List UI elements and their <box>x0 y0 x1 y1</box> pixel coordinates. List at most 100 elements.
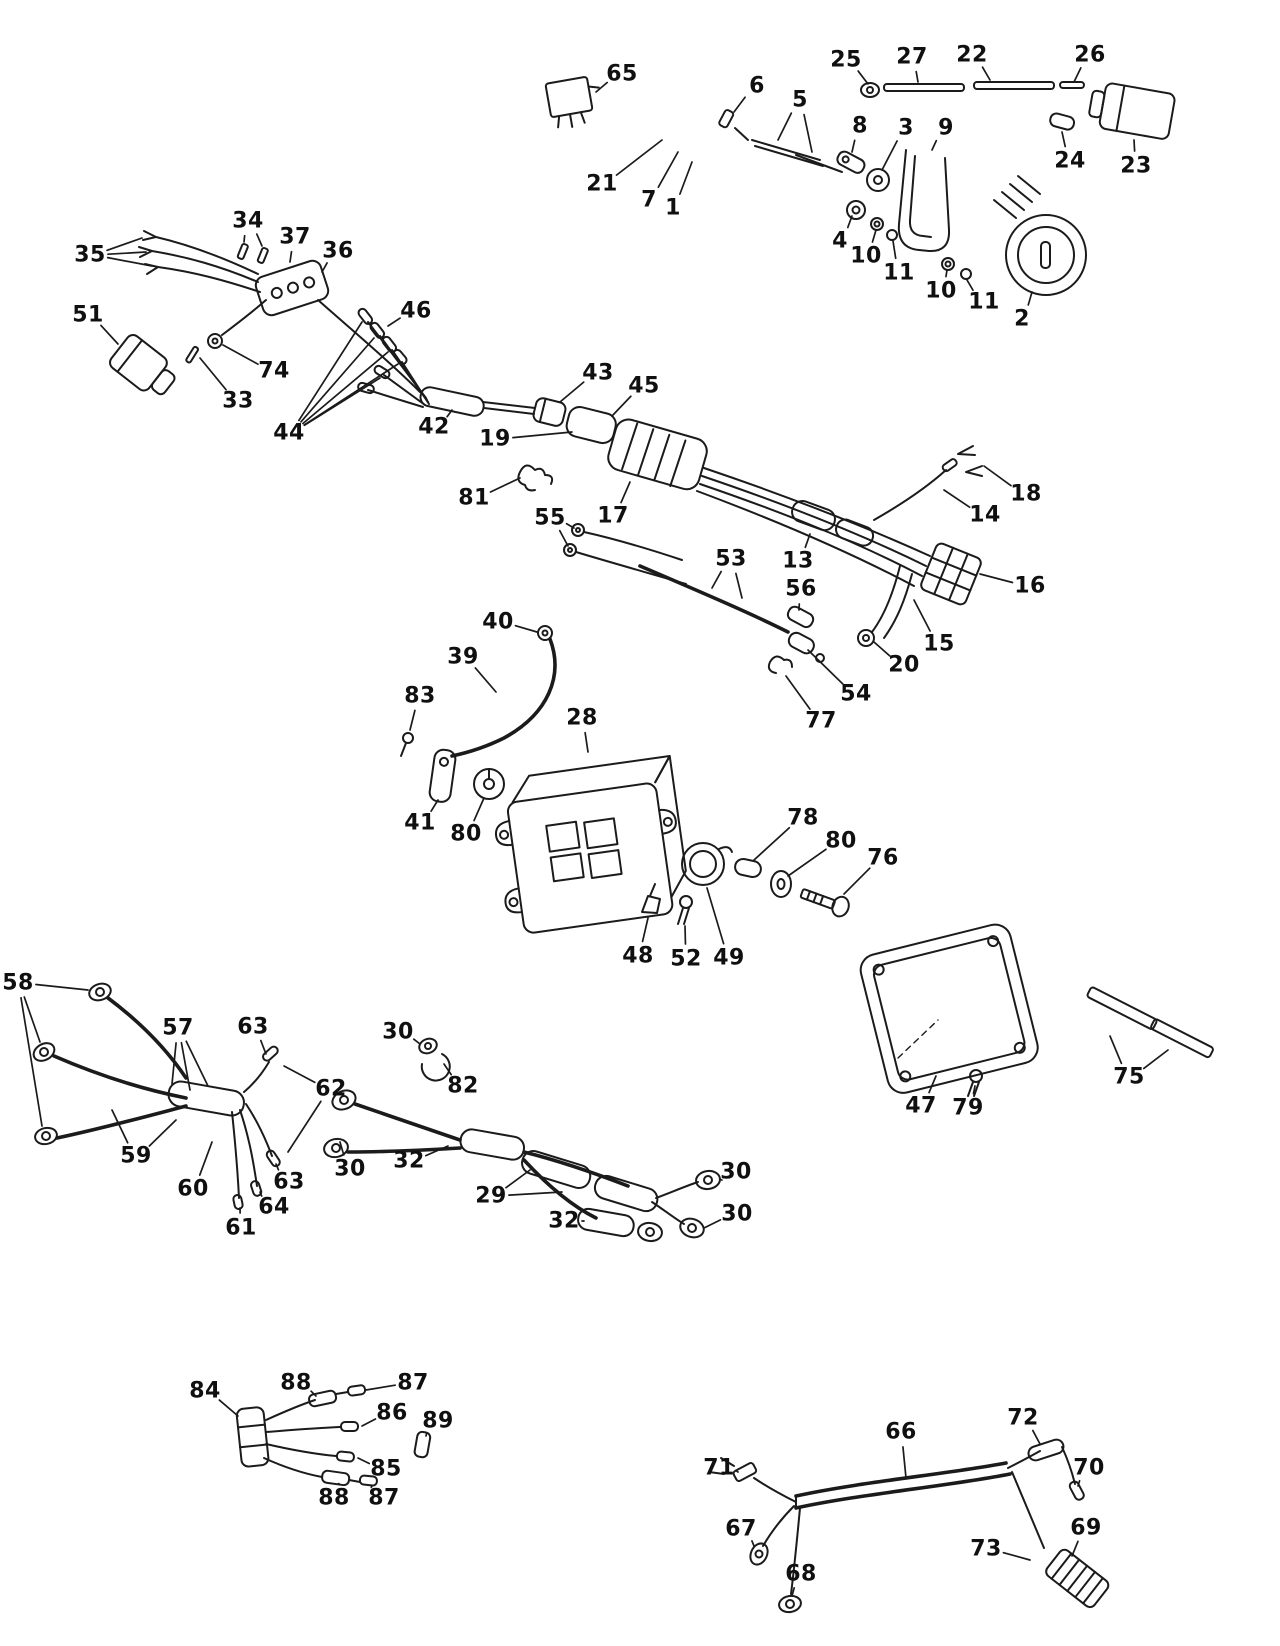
callout-30: 30 <box>382 1019 414 1045</box>
callout-76: 76 <box>867 845 899 871</box>
leader-line-57 <box>185 1040 209 1087</box>
leader-line-6 <box>733 96 746 113</box>
leader-line-53 <box>735 572 743 599</box>
trim-connector-part <box>254 259 330 317</box>
leader-line-72 <box>1032 1429 1041 1445</box>
callout-43: 43 <box>582 360 614 386</box>
leader-line-39 <box>474 667 497 693</box>
leader-line-66 <box>902 1446 907 1479</box>
leader-line-5 <box>803 113 813 153</box>
callout-48: 48 <box>622 943 654 969</box>
leader-line-60 <box>198 1141 213 1176</box>
leader-line-69 <box>1071 1540 1079 1557</box>
leader-line-55 <box>565 522 575 529</box>
leader-line-1 <box>679 161 693 195</box>
leader-line-34 <box>243 234 246 243</box>
leader-line-75 <box>1109 1035 1123 1065</box>
leader-line-74 <box>222 344 259 366</box>
leader-line-73 <box>1002 1551 1031 1561</box>
callout-9: 9 <box>938 115 954 141</box>
leader-line-70 <box>1077 1479 1081 1487</box>
callout-30: 30 <box>720 1159 752 1185</box>
callout-51: 51 <box>72 302 104 328</box>
callout-58: 58 <box>2 970 34 996</box>
leader-line-35 <box>107 251 147 256</box>
callout-54: 54 <box>840 681 872 707</box>
callout-29: 29 <box>475 1183 507 1209</box>
callout-2: 2 <box>1014 306 1030 332</box>
callout-61: 61 <box>225 1215 257 1241</box>
leader-line-37 <box>289 250 293 263</box>
callout-85: 85 <box>370 1456 402 1482</box>
callout-27: 27 <box>896 44 928 70</box>
leader-line-3 <box>881 140 898 171</box>
leader-line-63 <box>275 1163 280 1171</box>
leader-line-44 <box>298 321 363 422</box>
leader-line-44 <box>302 351 389 425</box>
callout-80: 80 <box>825 828 857 854</box>
leader-line-68 <box>791 1587 796 1597</box>
leader-line-47 <box>928 1075 937 1094</box>
leader-line-29 <box>505 1169 531 1189</box>
leader-line-75 <box>1142 1049 1169 1070</box>
callout-53: 53 <box>715 546 747 572</box>
leader-line-34 <box>255 233 263 247</box>
callout-66: 66 <box>885 1419 917 1445</box>
callout-18: 18 <box>1010 481 1042 507</box>
callout-42: 42 <box>418 414 450 440</box>
leader-line-55 <box>558 529 569 547</box>
callout-89: 89 <box>422 1408 454 1434</box>
callout-40: 40 <box>482 609 514 635</box>
leader-line-48 <box>641 917 649 943</box>
leader-line-35 <box>106 256 153 267</box>
leader-line-28 <box>584 731 589 753</box>
harness-plug-part <box>920 542 982 606</box>
callout-87: 87 <box>368 1485 400 1511</box>
leader-line-30 <box>703 1219 722 1229</box>
callout-21: 21 <box>586 171 618 197</box>
leader-line-62 <box>283 1065 316 1084</box>
leader-line-17 <box>620 481 631 504</box>
callout-65: 65 <box>606 61 638 87</box>
leader-line-16 <box>979 573 1014 584</box>
leader-line-79 <box>972 1085 976 1095</box>
callout-28: 28 <box>566 705 598 731</box>
leader-line-45 <box>611 395 632 417</box>
leader-line-80 <box>473 797 485 822</box>
leader-line-27 <box>915 70 919 83</box>
callout-30: 30 <box>721 1201 753 1227</box>
callout-77: 77 <box>805 708 837 734</box>
leader-line-58 <box>35 983 89 991</box>
leader-line-10 <box>871 229 877 243</box>
callout-75: 75 <box>1113 1064 1145 1090</box>
callout-47: 47 <box>905 1093 937 1119</box>
callout-14: 14 <box>969 502 1001 528</box>
leader-line-76 <box>843 867 871 895</box>
callout-52: 52 <box>670 946 702 972</box>
callout-15: 15 <box>923 631 955 657</box>
callout-69: 69 <box>1070 1515 1102 1541</box>
callout-63: 63 <box>273 1169 305 1195</box>
callout-10: 10 <box>925 278 957 304</box>
callout-78: 78 <box>787 805 819 831</box>
leader-line-83 <box>409 709 416 731</box>
leader-line-19 <box>512 431 573 439</box>
callout-35: 35 <box>74 242 106 268</box>
leader-line-5 <box>777 112 793 141</box>
callout-60: 60 <box>177 1176 209 1202</box>
callout-57: 57 <box>162 1015 194 1041</box>
power-pack-part <box>859 923 1039 1094</box>
callout-5: 5 <box>792 87 808 113</box>
leader-line-78 <box>753 826 791 861</box>
callout-62: 62 <box>315 1076 347 1102</box>
callout-59: 59 <box>120 1143 152 1169</box>
callout-17: 17 <box>597 503 629 529</box>
callout-16: 16 <box>1014 573 1046 599</box>
leader-line-89 <box>425 1431 428 1437</box>
leader-line-26 <box>1073 67 1082 83</box>
leader-line-14 <box>943 489 971 509</box>
leader-line-29 <box>508 1191 563 1197</box>
